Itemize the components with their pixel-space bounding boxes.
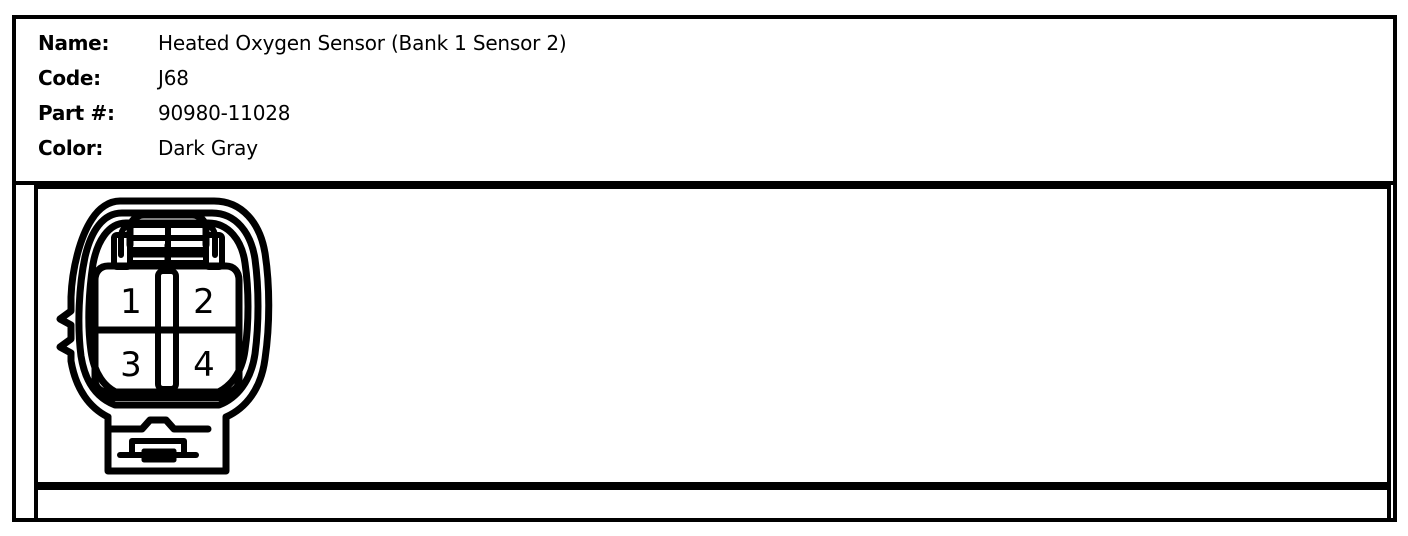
- spec-value-color: Dark Gray: [158, 136, 258, 160]
- spec-value-code: J68: [158, 66, 189, 90]
- specification-list: Name: Heated Oxygen Sensor (Bank 1 Senso…: [38, 26, 938, 166]
- spec-value-part-number: 90980-11028: [158, 101, 291, 125]
- spec-label-name: Name:: [38, 31, 110, 55]
- pin-number-2: 2: [193, 282, 215, 322]
- pin-number-3: 3: [120, 345, 142, 385]
- connector-face-view-icon: 1 2 3 4: [56, 197, 273, 475]
- spec-row-part-number: Part #: 90980-11028: [38, 96, 938, 131]
- spec-label-part-number: Part #:: [38, 101, 115, 125]
- pin-number-1: 1: [120, 282, 142, 322]
- spec-label-color: Color:: [38, 136, 104, 160]
- notes-strip: [34, 486, 1391, 522]
- pin-number-4: 4: [193, 345, 215, 385]
- connector-diagram: 1 2 3 4: [46, 193, 278, 481]
- diagram-panel: 1 2 3 4: [34, 185, 1391, 486]
- spec-row-color: Color: Dark Gray: [38, 131, 938, 166]
- spec-value-name: Heated Oxygen Sensor (Bank 1 Sensor 2): [158, 31, 567, 55]
- spec-label-code: Code:: [38, 66, 101, 90]
- spec-row-code: Code: J68: [38, 61, 938, 96]
- spec-divider-rule: [12, 181, 1397, 185]
- spec-row-name: Name: Heated Oxygen Sensor (Bank 1 Senso…: [38, 26, 938, 61]
